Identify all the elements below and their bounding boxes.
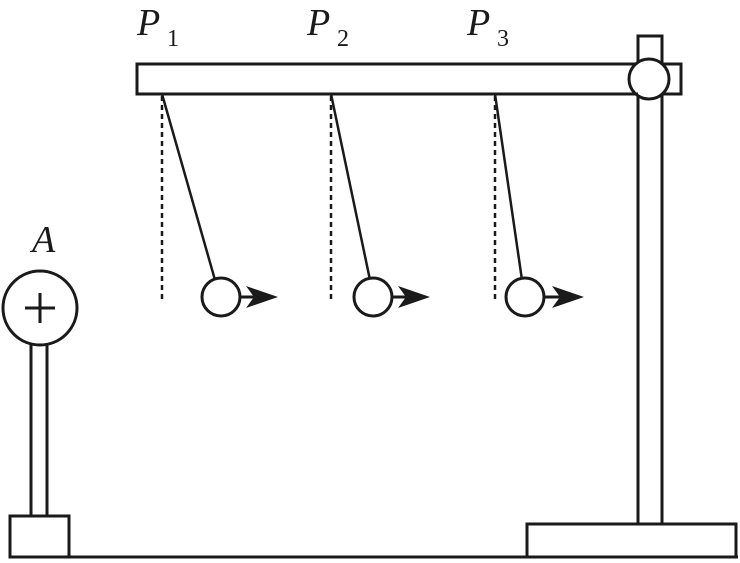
support-stand-base	[525, 522, 738, 559]
p3-subscript: 3	[497, 26, 509, 52]
pendulum-2-ball	[352, 276, 394, 318]
pendulum-3-ball	[504, 276, 546, 318]
p2-label: P	[306, 2, 330, 44]
support-stand-pole	[636, 34, 664, 526]
sphere-a-label: A	[29, 219, 56, 261]
p2-subscript: 2	[337, 26, 349, 52]
p3-label: P	[466, 2, 490, 44]
pendulum-2-thread	[329, 93, 372, 281]
sphere-stand-base	[8, 514, 71, 559]
pendulum-1-thread	[160, 93, 217, 281]
pendulum-3-thread	[493, 93, 524, 281]
clamp-knob	[627, 57, 671, 101]
sphere-stand-rod	[29, 341, 49, 518]
p1-label: P	[136, 2, 160, 44]
horizontal-beam	[135, 62, 683, 96]
pendulum-1-force-arrow-head	[246, 286, 278, 308]
pendulum-1-ball	[200, 276, 242, 318]
pendulum-3-force-arrow-head	[552, 286, 584, 308]
pendulum-2-force-arrow-head	[398, 286, 430, 308]
p1-subscript: 1	[167, 26, 179, 52]
